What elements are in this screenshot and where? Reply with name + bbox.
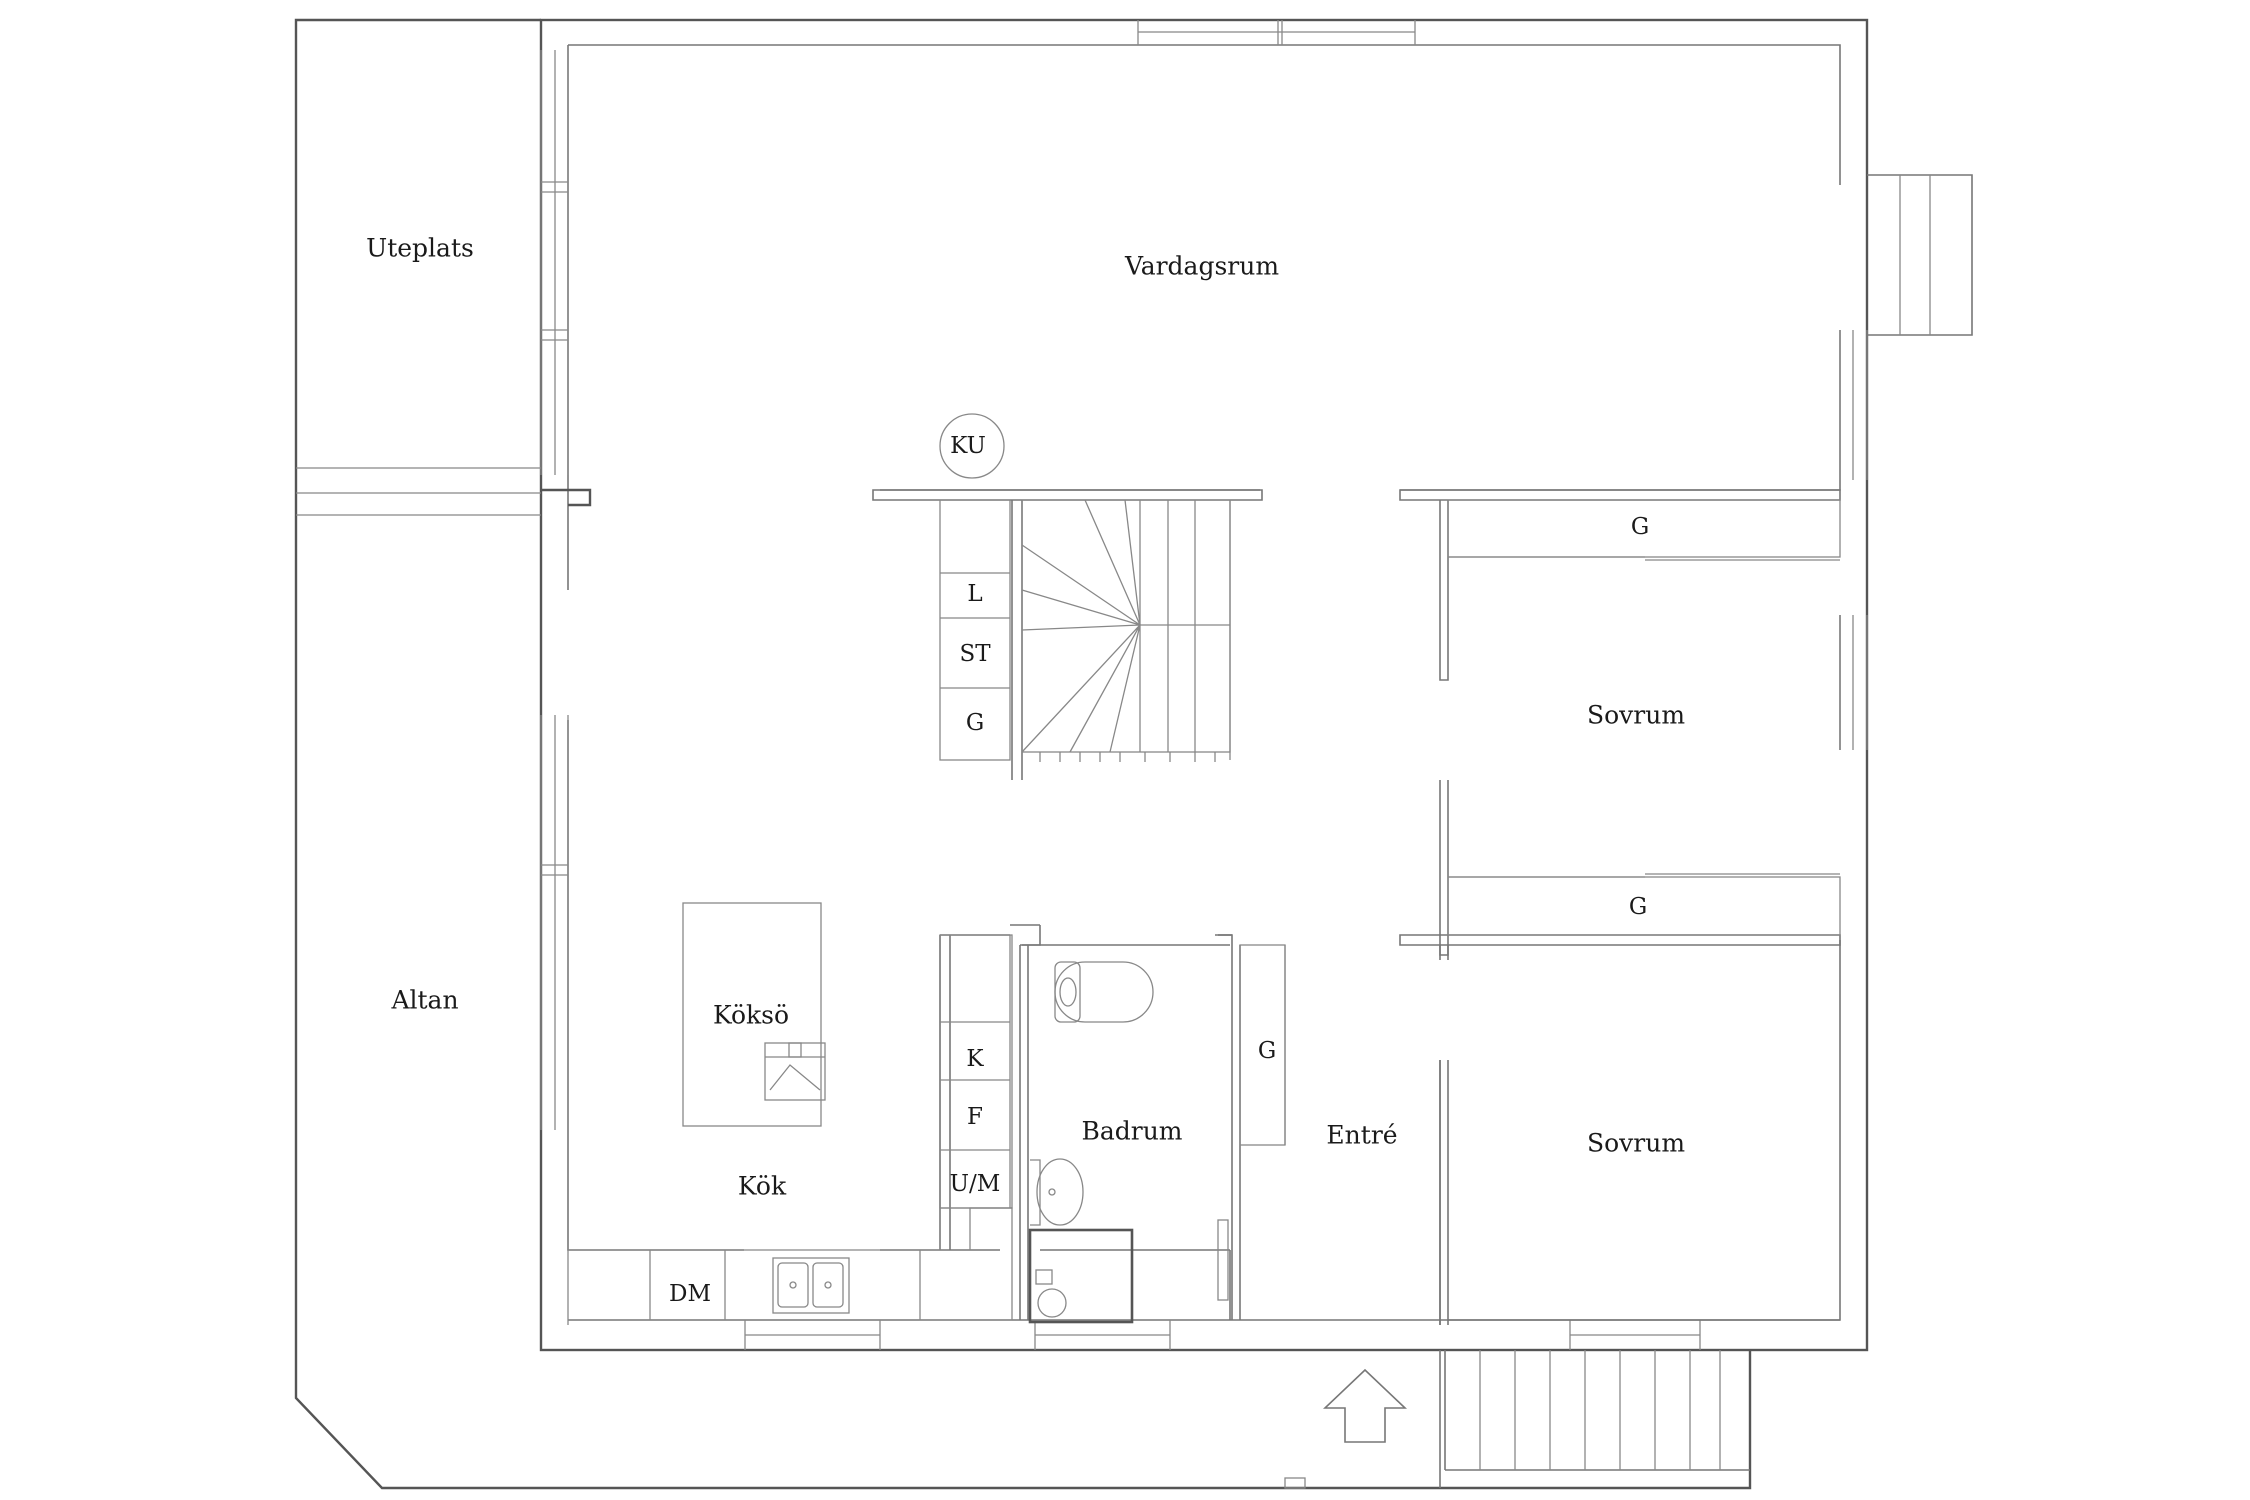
ventilation-unit-icon <box>939 413 1005 479</box>
room-label-altan: Altan <box>390 986 458 1015</box>
entrance-arrow-icon <box>1322 1368 1408 1443</box>
fixture-label-g-entre: G <box>1258 1038 1276 1064</box>
fixture-label-g-stair: G <box>966 710 984 736</box>
fixture-label-ku: KU <box>950 433 986 459</box>
east-steps <box>1867 174 1973 336</box>
room-label-badrum: Badrum <box>1081 1117 1182 1146</box>
room-label-sovrum-lower: Sovrum <box>1587 1129 1685 1158</box>
room-label-kok: Kök <box>738 1172 787 1201</box>
room-label-kokso: Köksö <box>713 1001 789 1030</box>
fixture-label-g-wardrobe-upper: G <box>1631 514 1649 540</box>
room-label-entre: Entré <box>1326 1121 1397 1150</box>
entry-wardrobe <box>1217 944 1286 1301</box>
fixture-label-g-wardrobe-lower: G <box>1629 894 1647 920</box>
fixture-label-st: ST <box>959 641 991 667</box>
wardrobes <box>1447 499 1841 936</box>
room-label-sovrum-upper: Sovrum <box>1587 701 1685 730</box>
fixture-label-k: K <box>966 1046 984 1072</box>
interior-walls <box>872 489 1841 1325</box>
front-steps <box>1284 1350 1750 1489</box>
room-label-uteplats: Uteplats <box>366 234 474 263</box>
staircase <box>939 499 1231 780</box>
kitchen-island <box>682 902 826 1127</box>
fixture-label-l: L <box>967 581 982 607</box>
bathroom <box>1022 944 1230 1324</box>
windows <box>540 20 1868 1350</box>
kitchen <box>567 934 1013 1325</box>
fixture-label-dm: DM <box>669 1281 711 1307</box>
deck-outline <box>294 18 1752 1490</box>
fixture-label-f: F <box>967 1104 983 1130</box>
room-label-vardagsrum: Vardagsrum <box>1124 252 1279 281</box>
fixture-label-um: U/M <box>950 1171 1001 1197</box>
